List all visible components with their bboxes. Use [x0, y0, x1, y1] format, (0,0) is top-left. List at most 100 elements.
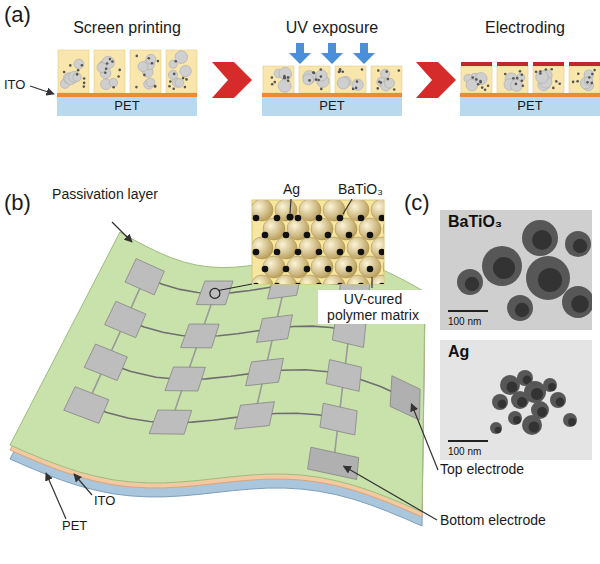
substrate-band: PET — [262, 97, 402, 116]
ag-particle — [545, 68, 548, 71]
ag-particle — [154, 85, 157, 88]
particle-core — [529, 422, 540, 433]
ag-particle — [135, 86, 138, 89]
sensor-pad — [196, 281, 233, 305]
top-electrode-cap — [497, 62, 528, 66]
particle-core — [498, 400, 507, 409]
ag-particle — [287, 214, 294, 221]
ag-particle — [253, 215, 260, 222]
ag-particle — [262, 266, 269, 273]
layer-label: PET — [62, 519, 87, 534]
particle-blob — [563, 413, 577, 427]
process-arrow — [416, 62, 456, 98]
tem-image: BaTiO₃100 nm — [440, 210, 592, 330]
sensor-pad — [320, 403, 357, 435]
particle-blob — [457, 269, 483, 295]
bottom-electrode-line — [171, 293, 215, 422]
layer-label: Passivation layer — [50, 186, 160, 202]
ag-particle — [316, 283, 323, 284]
particle-blob — [543, 378, 557, 392]
ag-particle — [274, 215, 281, 222]
particle-core — [507, 382, 518, 393]
ag-particle — [477, 83, 480, 86]
scale-text: 100 nm — [448, 446, 481, 458]
ag-particle — [111, 60, 114, 63]
ag-particle — [487, 85, 490, 88]
batio3-particle — [511, 79, 523, 91]
particle-core — [493, 257, 515, 279]
ag-particle — [168, 85, 171, 88]
step-heading: Screen printing — [47, 19, 207, 37]
ag-particle — [521, 80, 524, 83]
ag-particle — [550, 68, 553, 71]
sensor-pad — [125, 259, 164, 295]
ag-particle — [173, 73, 176, 76]
ag-particle — [184, 86, 187, 89]
substrate-band: PET — [460, 97, 600, 116]
ag-particle — [519, 70, 522, 73]
material-label: UV-cured polymer matrix — [318, 290, 428, 324]
batio3-sphere — [299, 237, 321, 259]
ag-particle — [76, 73, 79, 76]
layer-label: ITO — [94, 494, 115, 509]
sensor-pad — [181, 324, 220, 348]
ag-particle — [346, 266, 353, 273]
ag-particle — [479, 81, 482, 84]
ag-particle — [253, 249, 260, 256]
leader-line — [30, 86, 54, 94]
batio3-particle — [73, 73, 81, 81]
step-heading: UV exposure — [252, 19, 412, 37]
sensor-pad — [64, 387, 109, 424]
ag-particle — [109, 58, 112, 61]
batio3-sphere — [347, 237, 369, 259]
leader-line — [344, 466, 438, 520]
ag-particle — [356, 80, 359, 83]
batio3-particle — [385, 78, 395, 88]
sensor-pad — [246, 358, 284, 386]
leader-line — [343, 199, 352, 214]
particle-blob — [565, 231, 591, 257]
particle-core — [515, 303, 529, 317]
ag-particle — [380, 81, 383, 84]
batio3-sphere — [275, 275, 297, 284]
layer-text: PET — [319, 99, 344, 114]
batio3-particle — [381, 69, 390, 78]
particle-core — [517, 397, 527, 407]
ag-particle — [377, 87, 380, 90]
ag-particle — [512, 77, 515, 80]
ag-particle — [358, 215, 365, 222]
bottom-electrode-pad — [308, 447, 359, 479]
ag-particle — [313, 72, 316, 75]
ag-particle — [112, 86, 115, 89]
ag-particle — [105, 67, 108, 70]
ag-particle — [535, 71, 538, 74]
leader-line — [112, 222, 132, 242]
ag-particle — [515, 83, 518, 86]
inset-box — [252, 200, 384, 284]
ag-particle — [143, 74, 146, 77]
zoom-line — [219, 284, 252, 290]
particle-blob — [522, 415, 542, 435]
batio3-sphere — [347, 200, 369, 221]
particle-blob — [507, 295, 533, 321]
ag-particle — [339, 68, 342, 71]
ag-particle — [312, 71, 315, 74]
particle-core — [537, 407, 547, 417]
panel-letter: (b) — [4, 190, 31, 215]
ag-particle — [398, 69, 401, 72]
top-electrode-cap — [461, 62, 492, 66]
uv-arrow — [353, 43, 375, 64]
panel-letter: (c) — [404, 190, 430, 215]
batio3-particle — [475, 73, 487, 85]
ag-particle — [316, 215, 323, 222]
top-electrode-line — [126, 320, 350, 337]
batio3-particle — [580, 77, 592, 89]
ag-particle — [295, 249, 302, 256]
layer-label: ITO — [4, 78, 25, 93]
composite-film — [335, 66, 366, 93]
ag-particle — [283, 232, 290, 239]
bottom-electrode-line — [87, 277, 145, 405]
ag-particle — [377, 69, 380, 72]
composite-film — [58, 50, 89, 93]
